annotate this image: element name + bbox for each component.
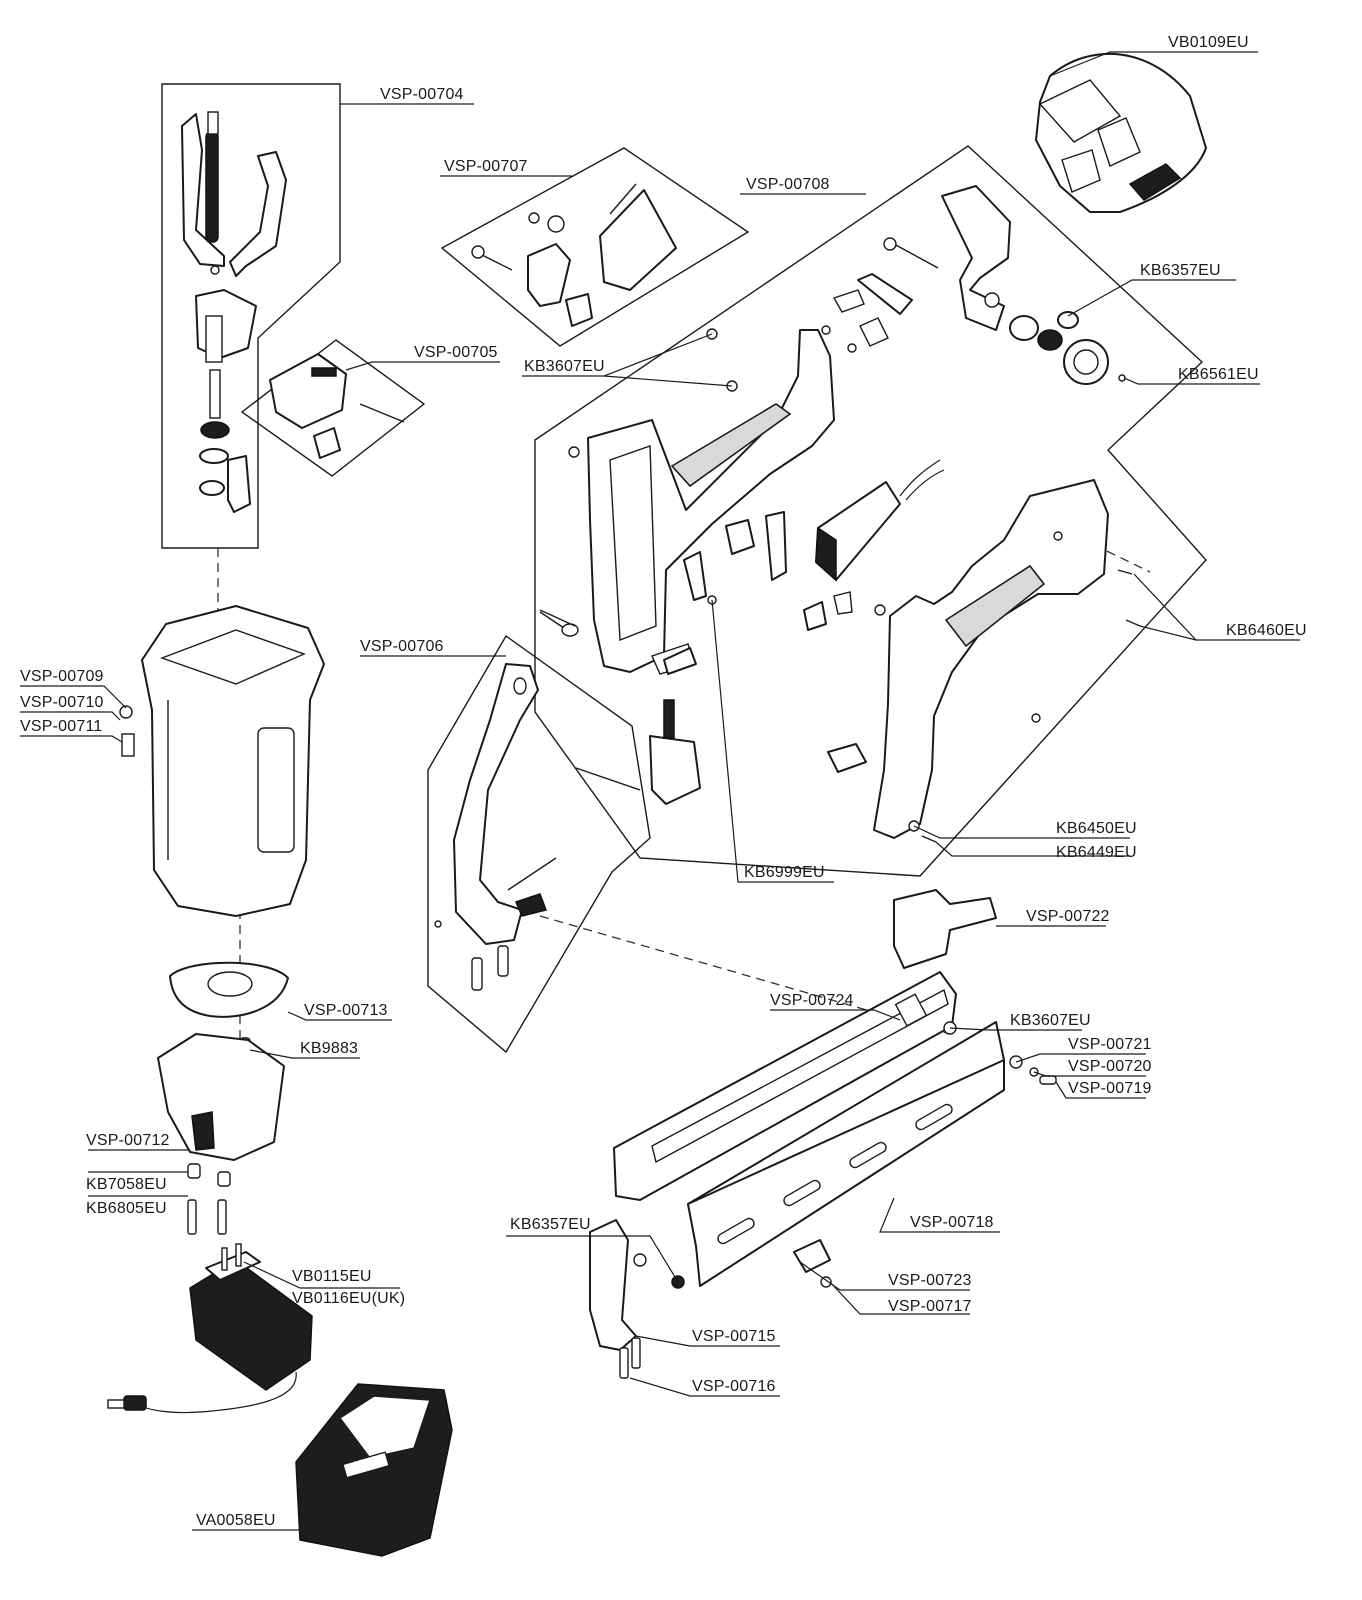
- label-vsp-00713: VSP-00713: [304, 1002, 388, 1019]
- label-vsp-00724: VSP-00724: [770, 992, 854, 1009]
- label-kb7058eu: KB7058EU: [86, 1176, 167, 1193]
- label-vsp-00715: VSP-00715: [692, 1328, 776, 1345]
- label-kb6357eu-bottom: KB6357EU: [510, 1216, 591, 1233]
- label-vsp-00718: VSP-00718: [910, 1214, 994, 1231]
- label-kb9883: KB9883: [300, 1040, 359, 1057]
- label-vsp-00721: VSP-00721: [1068, 1036, 1152, 1053]
- label-vsp-00717: VSP-00717: [888, 1298, 972, 1315]
- label-kb3607eu-top: KB3607EU: [524, 358, 605, 375]
- label-vsp-00704: VSP-00704: [380, 86, 464, 103]
- assembly-lines: [217, 537, 1151, 1060]
- label-vsp-00708: VSP-00708: [746, 176, 830, 193]
- label-vsp-00716: VSP-00716: [692, 1378, 776, 1395]
- label-vsp-00709: VSP-00709: [20, 668, 104, 685]
- label-vsp-00707: VSP-00707: [444, 158, 528, 175]
- label-vsp-00722: VSP-00722: [1026, 908, 1110, 925]
- label-vb0115eu: VB0115EU: [292, 1268, 372, 1285]
- label-kb6999eu: KB6999EU: [744, 864, 825, 881]
- label-kb6357eu-top: KB6357EU: [1140, 262, 1221, 279]
- label-kb6449eu: KB6449EU: [1056, 844, 1137, 861]
- label-vsp-00710: VSP-00710: [20, 694, 104, 711]
- label-kb3607eu-bottom: KB3607EU: [1010, 1012, 1091, 1029]
- vsp-00708-parts: [539, 185, 1141, 843]
- frame-vsp-00708: [534, 145, 1207, 877]
- vsp-00705-parts: [269, 353, 405, 459]
- label-kb6460eu: KB6460EU: [1226, 622, 1307, 639]
- label-vsp-00719: VSP-00719: [1068, 1080, 1152, 1097]
- label-vsp-00711: VSP-00711: [20, 718, 103, 735]
- vsp-00704-parts: [181, 111, 287, 513]
- frame-vsp-00706: [427, 634, 651, 1054]
- frame-vsp-00707: [440, 147, 750, 347]
- label-vsp-00712: VSP-00712: [86, 1132, 170, 1149]
- label-kb6561eu: KB6561EU: [1178, 366, 1259, 383]
- label-vsp-00706: VSP-00706: [360, 638, 444, 655]
- label-kb6450eu: KB6450EU: [1056, 820, 1137, 837]
- power-adapter-part: [107, 1243, 313, 1414]
- label-vsp-00720: VSP-00720: [1068, 1058, 1152, 1075]
- label-vb0116eu-uk: VB0116EU(UK): [292, 1290, 406, 1307]
- leader-lines: [20, 51, 1300, 1531]
- vsp-00709-housing: [119, 605, 325, 917]
- label-vsp-00723: VSP-00723: [888, 1272, 972, 1289]
- label-va0058eu: VA0058EU: [196, 1512, 276, 1529]
- vsp-00713-vsp-00712-parts: [157, 961, 289, 1235]
- magazine-parts: [589, 889, 1057, 1379]
- battery-pack-part: [1035, 52, 1207, 213]
- frame-vsp-00704: [161, 83, 341, 549]
- charger-part: [295, 1383, 453, 1557]
- label-kb6805eu: KB6805EU: [86, 1200, 167, 1217]
- label-vb0109eu: VB0109EU: [1168, 34, 1249, 51]
- label-vsp-00705: VSP-00705: [414, 344, 498, 361]
- vsp-00706-parts: [434, 663, 701, 991]
- vsp-00707-parts: [471, 183, 677, 327]
